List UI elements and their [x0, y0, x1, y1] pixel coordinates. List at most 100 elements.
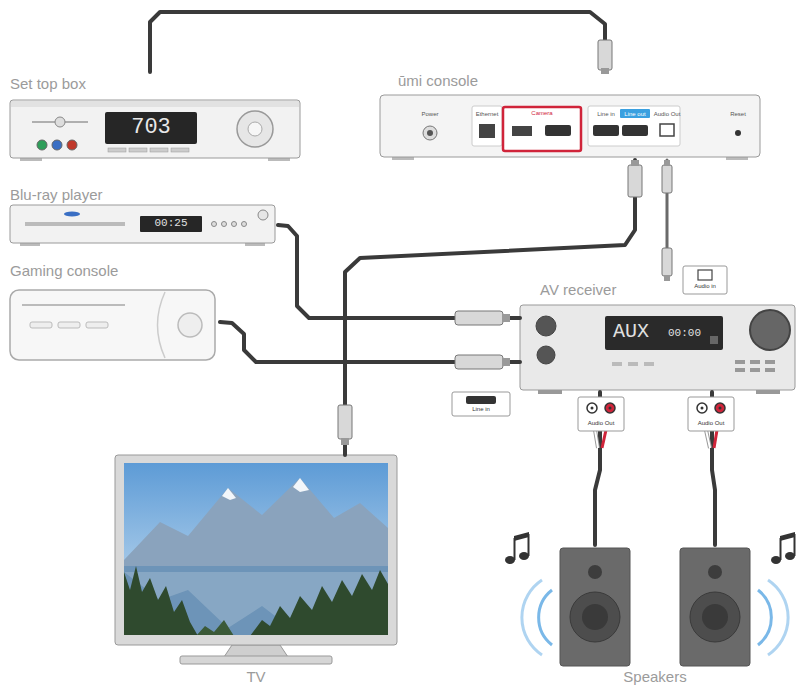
console-drawing: [735, 130, 741, 136]
sound-wave: [522, 580, 788, 655]
connector-tag-label: Audio Out: [698, 420, 725, 426]
connector-tag: [715, 403, 725, 413]
bluray-player-drawing: [258, 210, 268, 220]
set-top-box-drawing: [237, 111, 273, 147]
device-label: Blu-ray player: [10, 187, 103, 202]
cable-plug: [341, 438, 349, 445]
console-drawing: [622, 125, 648, 136]
bluray-player-drawing: [64, 212, 80, 217]
console-drawing: [427, 130, 433, 136]
cable-plug: [502, 358, 510, 366]
music-note: [780, 538, 782, 560]
display-readout: 703: [131, 117, 171, 139]
connector-tag: [591, 407, 594, 410]
port-label: Power: [421, 111, 438, 117]
music-note: [514, 532, 529, 541]
set-top-box-drawing: [67, 140, 77, 150]
speaker-drawing: [690, 592, 740, 642]
av-receiver-drawing: [710, 336, 718, 344]
bluray-player-drawing: [232, 222, 237, 227]
console-drawing: [380, 95, 760, 157]
av-receiver-drawing: [765, 360, 775, 364]
tv-drawing: [124, 463, 388, 635]
tv-drawing: [124, 566, 388, 635]
device-node: Gaming console: [10, 260, 220, 364]
av-receiver-drawing: [605, 316, 723, 350]
set-top-box-drawing: [11, 101, 299, 107]
tv-drawing: [180, 656, 332, 664]
console-drawing: [512, 126, 532, 136]
connector-tag: [701, 407, 704, 410]
gaming-console-drawing: [10, 290, 215, 360]
console-drawing: [545, 125, 571, 136]
set-top-box-drawing: [129, 148, 147, 152]
gaming-console-drawing: [86, 322, 108, 328]
tv-drawing: [124, 463, 388, 635]
speaker-drawing: [560, 548, 630, 666]
bluray-player-drawing: [242, 222, 247, 227]
av-receiver-drawing: [750, 368, 760, 372]
port-label: Audio Out: [654, 111, 681, 117]
cable-plug: [598, 40, 612, 70]
connector-tag: [688, 397, 734, 431]
sound-wave: [539, 590, 552, 645]
device-label: AV receiver: [540, 282, 616, 297]
device-label: Speakers: [623, 669, 686, 684]
tv-drawing: [224, 645, 288, 657]
connector-tag: [587, 403, 597, 413]
gaming-console-drawing: [58, 322, 80, 328]
av-receiver-drawing: [536, 316, 556, 336]
tv-drawing: [250, 570, 388, 635]
set-top-box-drawing: [108, 148, 126, 152]
cable-plug: [502, 314, 510, 322]
set-top-box-drawing: [37, 140, 47, 150]
tv-drawing: [115, 455, 397, 664]
gaming-console-drawing: [178, 313, 202, 337]
av-receiver-drawing: [644, 362, 654, 366]
bluray-player-drawing: [25, 222, 125, 226]
av-receiver-drawing: [537, 346, 555, 364]
speaker-drawing: [680, 548, 750, 666]
av-receiver-drawing: [628, 362, 638, 366]
speaker-drawing: [708, 565, 722, 579]
device-node: Set top box703: [10, 72, 302, 162]
set-top-box-drawing: [52, 140, 62, 150]
gaming-console-drawing: [10, 290, 215, 360]
connector-tag: [683, 266, 727, 294]
cable-plug: [338, 40, 672, 445]
tv-drawing: [196, 620, 234, 635]
av-receiver-drawing: [520, 305, 795, 394]
av-receiver-drawing: [520, 305, 795, 390]
gaming-console-drawing: [158, 292, 166, 358]
av-receiver-drawing: [612, 362, 622, 366]
connector-tag: [452, 392, 510, 416]
speaker-drawing: [560, 548, 750, 666]
connector-tag-label: Line in: [472, 406, 490, 412]
sound-wave: [522, 580, 542, 655]
tv-drawing: [222, 488, 236, 500]
connector-tag: [698, 270, 712, 280]
bluray-player-drawing: [10, 205, 275, 246]
tv-drawing: [124, 478, 388, 566]
device-label: Gaming console: [10, 263, 118, 278]
port-label: Line out: [624, 111, 645, 117]
console-drawing: [423, 126, 437, 140]
console-drawing: [588, 106, 680, 146]
device-node: Speakers: [540, 545, 772, 690]
set-top-box-drawing: [10, 100, 300, 158]
connector-tag: [452, 266, 734, 431]
music-note: [505, 532, 795, 564]
cable-plug: [662, 165, 672, 193]
cable-plug: [631, 160, 639, 166]
console-drawing: [593, 125, 619, 136]
gaming-console-drawing: [30, 322, 52, 328]
speaker-drawing: [570, 592, 620, 642]
device-node: TV: [115, 455, 397, 690]
port-label: Ethernet: [476, 111, 499, 117]
gaming-console-drawing: [22, 304, 125, 306]
tv-drawing: [124, 566, 198, 635]
cable: [150, 12, 605, 72]
cable-plug: [628, 165, 642, 197]
set-top-box-drawing: [10, 100, 300, 161]
